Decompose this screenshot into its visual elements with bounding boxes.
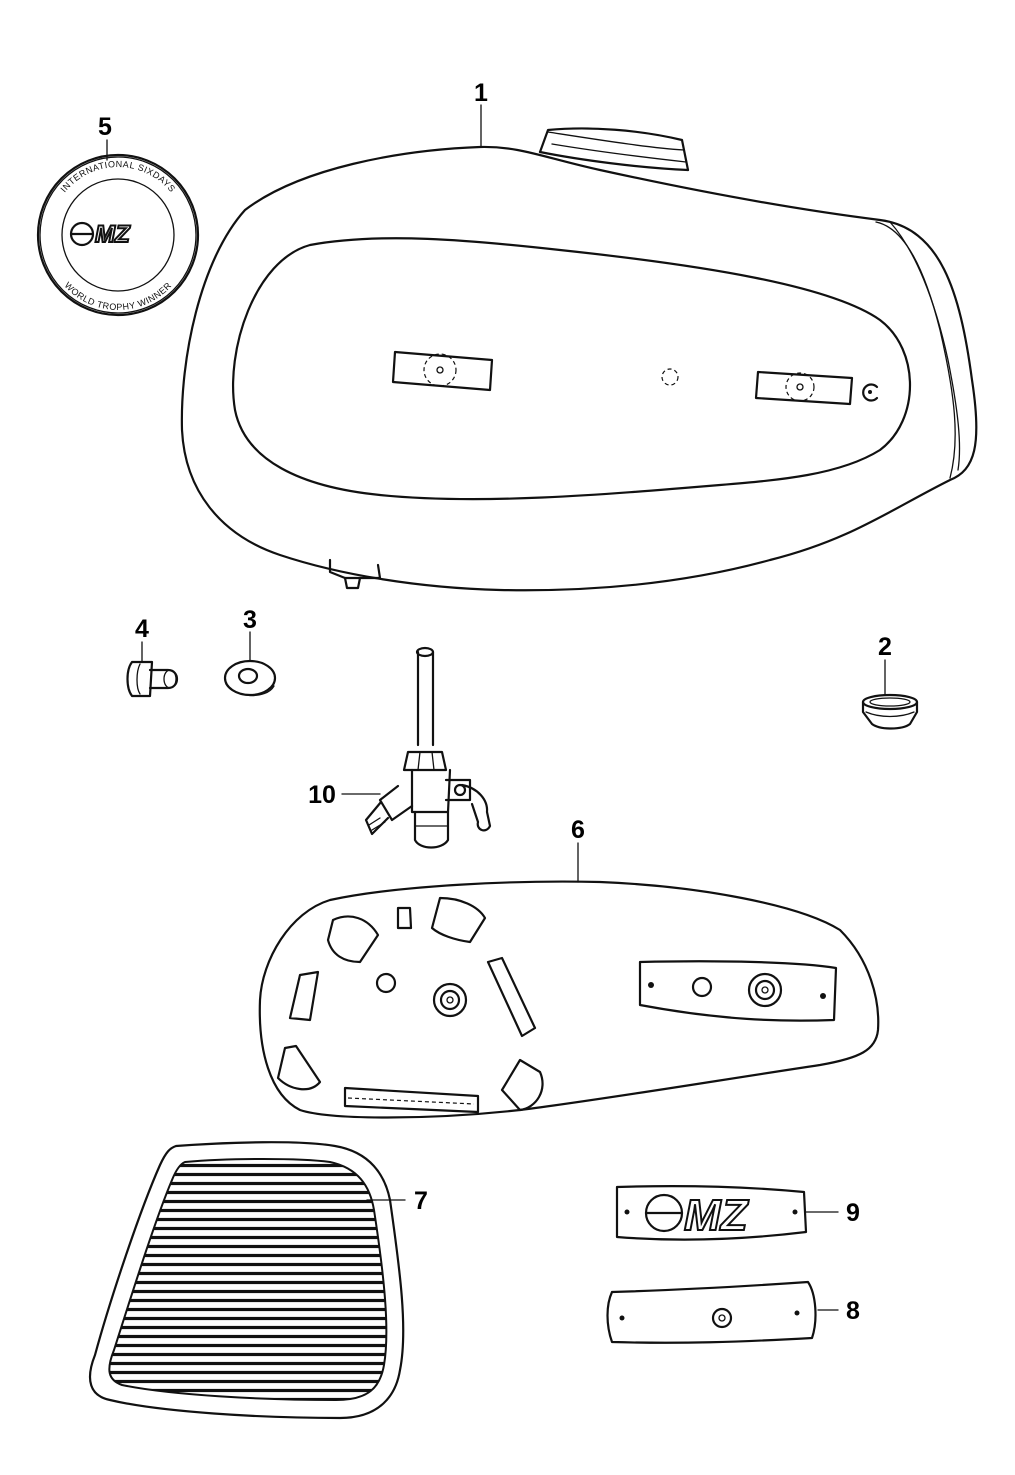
callout-1: 1 xyxy=(474,79,488,107)
tank-tap-boss xyxy=(328,558,382,590)
badge-top-text: INTERNATIONAL SIXDAYS xyxy=(58,159,177,194)
tank-pad-panel xyxy=(258,880,880,1119)
callout-4: 4 xyxy=(135,615,149,643)
mz-emblem: MZ xyxy=(615,1184,808,1241)
callout-6: 6 xyxy=(571,816,585,844)
leader-lines xyxy=(106,104,886,1311)
sixdays-badge: INTERNATIONAL SIXDAYS WORLD TROPHY WINNE… xyxy=(36,153,200,317)
callout-8: 8 xyxy=(846,1297,860,1325)
filler-cap xyxy=(861,693,919,730)
callout-7: 7 xyxy=(414,1187,428,1215)
filler-neck xyxy=(538,127,690,172)
tank-hole xyxy=(661,368,679,386)
callout-2: 2 xyxy=(878,633,892,661)
rubber-buffer xyxy=(126,660,179,698)
callout-3: 3 xyxy=(243,606,257,634)
callout-10: 10 xyxy=(308,781,336,809)
tank-vent-fitting xyxy=(862,383,879,402)
svg-text:MZ: MZ xyxy=(95,221,131,248)
knee-grip xyxy=(88,1141,405,1420)
callout-5: 5 xyxy=(98,113,112,141)
emblem-backing-plate xyxy=(606,1280,817,1344)
tank-mount-plate-left xyxy=(391,350,494,392)
fuel-tap xyxy=(364,646,492,849)
tank-mount-plate-right xyxy=(754,370,854,406)
badge-logo: MZ xyxy=(69,220,132,249)
callout-9: 9 xyxy=(846,1199,860,1227)
svg-text:MZ: MZ xyxy=(684,1191,750,1240)
fuel-tank xyxy=(180,127,978,592)
tap-nut xyxy=(402,750,448,772)
badge-bottom-text: WORLD TROPHY WINNER xyxy=(63,280,174,312)
rubber-washer xyxy=(223,659,277,697)
